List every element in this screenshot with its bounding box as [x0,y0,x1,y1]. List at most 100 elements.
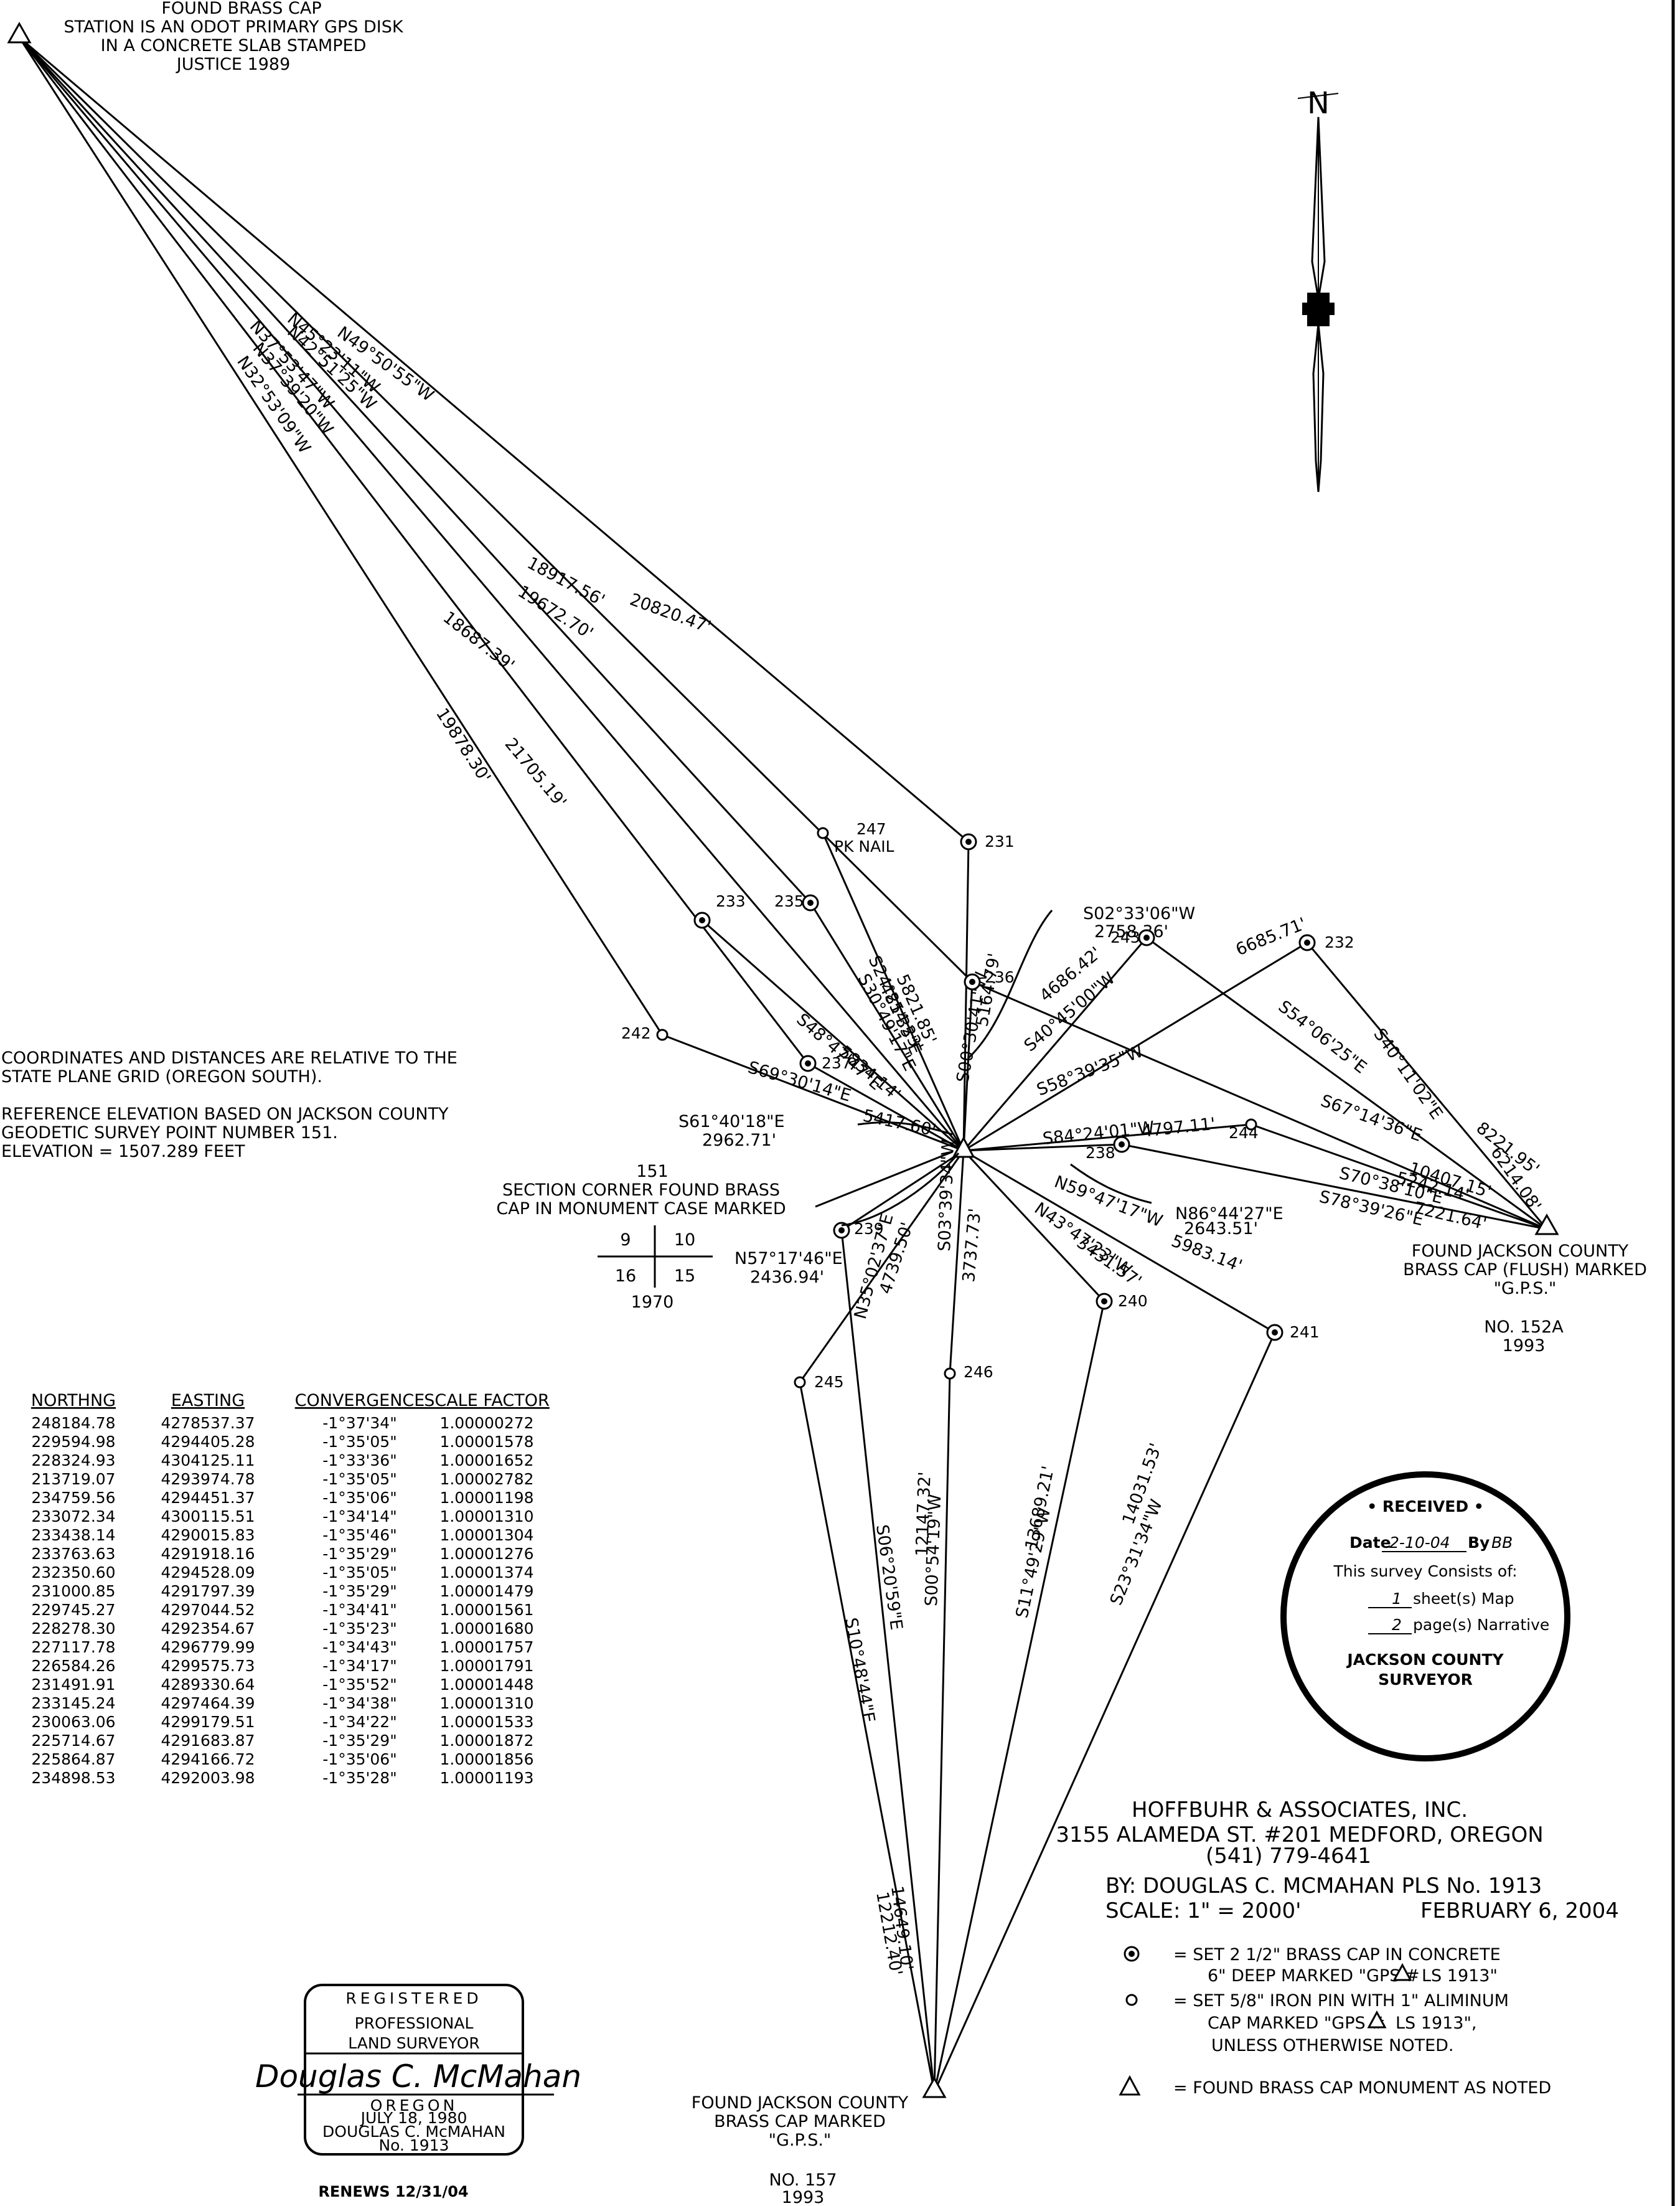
course-bearing: S61°40'18"E [678,1112,785,1131]
course-distance: 2962.71' [702,1131,776,1150]
course-line [962,841,970,1151]
course-bearing: N86°44'27"E [1175,1204,1283,1223]
south-monument-line-2: BRASS CAP MARKED [714,2112,886,2131]
company-phone: (541) 779-4641 [1206,1844,1371,1869]
table-cell: 1.00000272 [439,1414,533,1432]
received-date-label: Date [1349,1534,1391,1552]
point-235: 235 [774,892,819,912]
legend-monument-icon [1119,2075,1141,2096]
course-distance: 2643.51' [1184,1219,1258,1238]
table-cell: 4294405.28 [161,1433,255,1451]
reference-note-line-5: GEODETIC SURVEY POINT NUMBER 151. [1,1123,338,1143]
course-line [840,1230,936,2093]
iron-pin-icon [794,1376,806,1388]
course-line [18,37,809,1064]
table-cell: 1.00001448 [439,1676,533,1694]
reference-note-line-6: ELEVATION = 1507.289 FEET [1,1142,245,1161]
received-pages-value: 2 [1392,1616,1402,1634]
legend-iron-pin-line-1: = SET 5/8" IRON PIN WITH 1" ALIMINUM [1173,1991,1509,2010]
table-cell: 1.00001304 [439,1526,533,1544]
table-cell: 1.00001791 [439,1657,533,1675]
table-cell: -1°35'29" [322,1732,397,1750]
course-line [963,1143,1122,1152]
course-line [963,1123,1252,1152]
received-title: • RECEIVED • [1367,1497,1484,1515]
point-236: 236 [964,968,1015,991]
table-cell: 4304125.11 [161,1451,255,1469]
point-243: 243 [1110,928,1155,946]
received-sheets-value: 1 [1392,1590,1402,1608]
top-station-note-line-3: IN A CONCRETE SLAB STAMPED [101,36,367,55]
point-240: 240 [1096,1292,1148,1310]
table-cell: -1°35'29" [322,1582,397,1600]
monument-south-icon [922,2076,947,2098]
received-sheets-label: sheet(s) Map [1413,1590,1514,1608]
table-cell: 1.00001479 [439,1582,533,1600]
section-sw: 16 [615,1266,636,1286]
table-cell: 4300115.51 [161,1507,255,1525]
course-distance: 2436.94' [750,1268,824,1287]
point-label: 245 [814,1373,844,1391]
east-monument-line-6: 1993 [1503,1336,1546,1355]
table-cell: -1°35'05" [322,1433,397,1451]
point-note: PK NAIL [834,837,894,856]
table-cell: 229745.27 [31,1601,115,1619]
top-station-note-line-2: STATION IS AN ODOT PRIMARY GPS DISK [63,17,403,37]
point-244: 244 [1229,1118,1259,1142]
table-cell: 233763.63 [31,1545,115,1563]
reference-note-line-2: STATE PLANE GRID (OREGON SOUTH). [1,1067,322,1087]
top-station-note-line-1: FOUND BRASS CAP [161,0,321,18]
table-cell: 230063.06 [31,1713,115,1731]
table-cell: 1.00001310 [439,1507,533,1525]
seal-name: DOUGLAS C. McMAHAN [322,2123,505,2141]
legend-iron-pin-line-3: LS 1913", [1396,2014,1476,2033]
course-line [1146,936,1547,1230]
table-cell: 1.00001198 [439,1489,533,1507]
seal-renews: RENEWS 12/31/04 [318,2183,468,2200]
received-office-line-2: SURVEYOR [1378,1671,1473,1689]
table-cell: 233145.24 [31,1694,115,1712]
table-cell: 225864.87 [31,1750,115,1768]
course-line [841,1149,964,1232]
course-line [702,919,964,1152]
table-cell: 234898.53 [31,1769,115,1787]
table-cell: -1°35'23" [322,1619,397,1638]
table-cell: 4292003.98 [161,1769,255,1787]
table-cell: 228278.30 [31,1619,115,1638]
survey-date: FEBRUARY 6, 2004 [1420,1898,1619,1923]
point-238: 238 [1086,1136,1130,1162]
section-year: 1970 [631,1293,674,1312]
course-line [18,36,974,983]
table-cell: 229594.98 [31,1433,115,1451]
point-label: 236 [985,968,1015,986]
table-cell: 1.00001757 [439,1638,533,1656]
table-cell: 4291683.87 [161,1732,255,1750]
table-cell: 4293974.78 [161,1470,255,1488]
section-corner-note-line-3: CAP IN MONUMENT CASE MARKED [496,1199,786,1218]
table-cell: 4296779.99 [161,1638,255,1656]
seal-professional: PROFESSIONAL [355,2014,474,2032]
table-cell: 233072.34 [31,1507,115,1525]
iron-pin-icon [944,1367,956,1380]
legend-brass-cap-line-3: LS 1913" [1422,1966,1498,1986]
table-cell: 231491.91 [31,1676,115,1694]
course-bearing: S10°48'44"E [841,1616,878,1724]
table-cell: 248184.78 [31,1414,115,1432]
reference-note-line-4: REFERENCE ELEVATION BASED ON JACKSON COU… [1,1105,449,1124]
point-232: 232 [1298,933,1354,951]
table-cell: 1.00001680 [439,1619,533,1638]
course-bearing: N57°17'46"E [734,1249,843,1268]
course-line [1121,1143,1547,1230]
leader-237 [857,1121,953,1136]
monument-top-icon [7,21,32,44]
table-cell: -1°33'36" [322,1451,397,1469]
